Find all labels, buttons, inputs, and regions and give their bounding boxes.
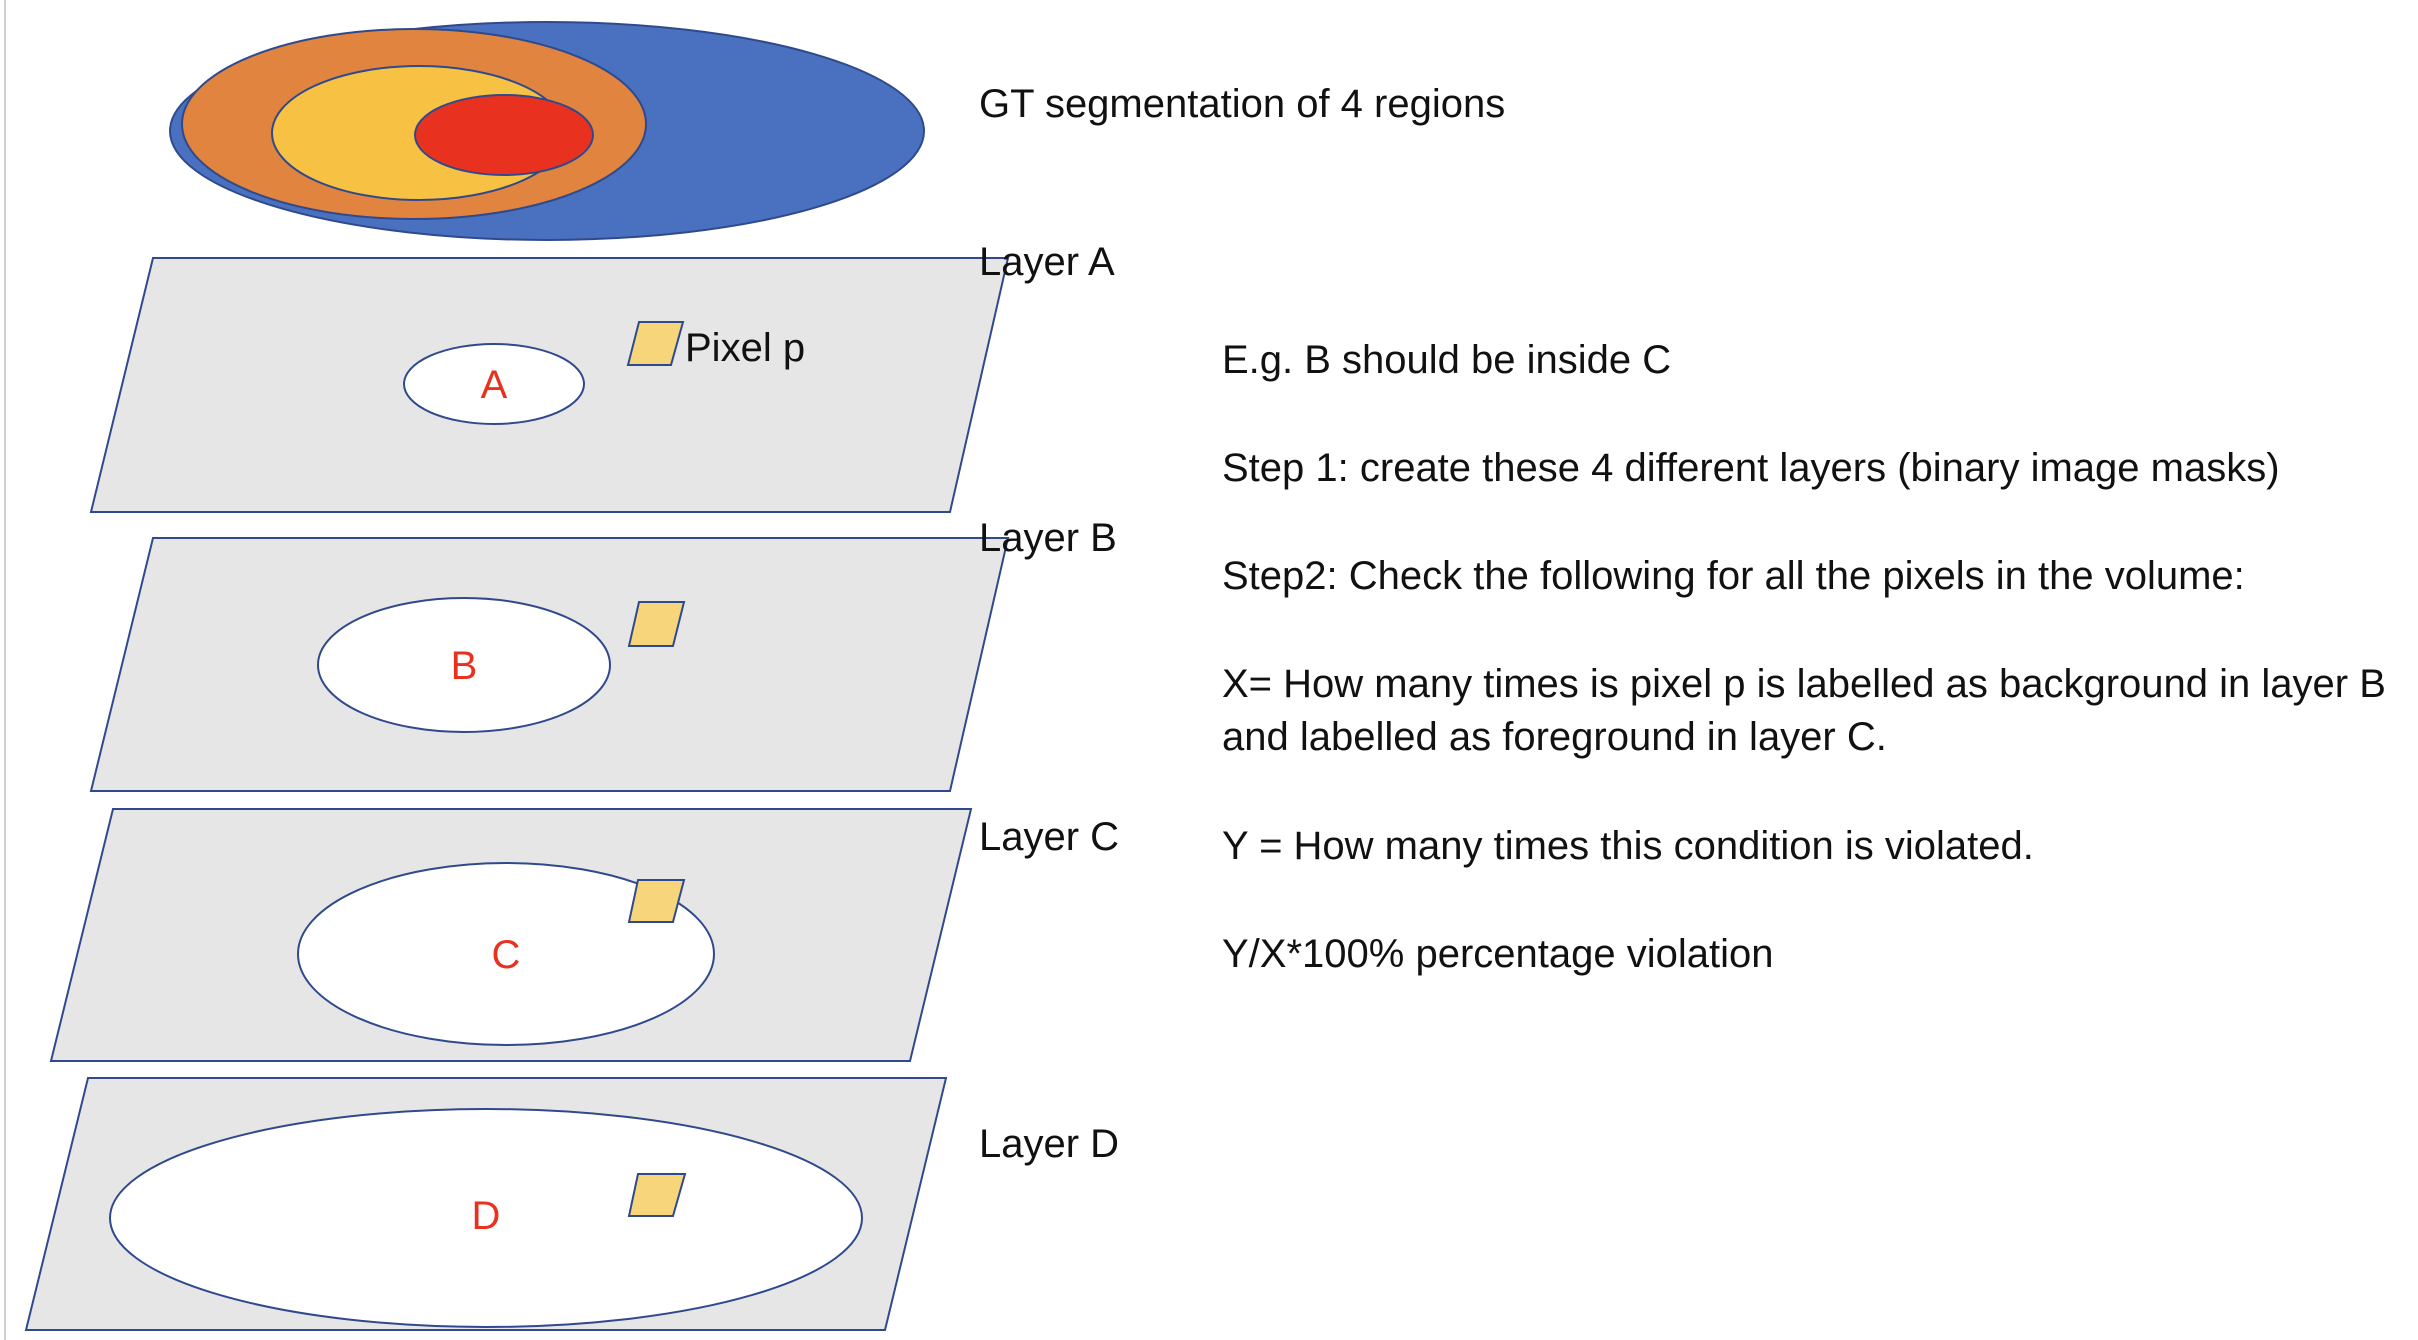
layer-a-region — [403, 343, 585, 425]
note-step1: Step 1: create these 4 different layers … — [1222, 446, 2280, 490]
layer-d: D — [24, 1077, 948, 1331]
note-x-line1: X= How many times is pixel p is labelled… — [1222, 662, 2386, 706]
pixel-p-layer-a — [626, 321, 685, 366]
layer-c-label: Layer C — [979, 815, 1119, 859]
notes: E.g. B should be inside C Step 1: create… — [1222, 338, 2386, 976]
gt-core-region — [414, 94, 594, 176]
pixel-p-layer-d — [627, 1173, 687, 1217]
layer-b: B — [89, 537, 1010, 792]
layer-c-region — [297, 862, 715, 1046]
note-step2: Step2: Check the following for all the p… — [1222, 554, 2245, 598]
layer-a-label: Layer A — [979, 240, 1115, 284]
layer-d-region — [109, 1108, 863, 1328]
layer-a: A Pixel p — [89, 257, 1010, 513]
note-x-line2: and labelled as foreground in layer C. — [1222, 715, 1887, 759]
layer-b-region-label: B — [451, 644, 478, 688]
gt-segmentation — [169, 21, 925, 241]
layer-d-label: Layer D — [979, 1122, 1119, 1166]
note-ratio: Y/X*100% percentage violation — [1222, 932, 1773, 976]
note-example: E.g. B should be inside C — [1222, 338, 1671, 382]
pixel-p-layer-c — [627, 879, 686, 923]
note-y-definition: Y = How many times this condition is vio… — [1222, 824, 2034, 868]
layer-c: C — [49, 808, 973, 1062]
gt-title: GT segmentation of 4 regions — [979, 82, 1505, 126]
layer-b-label: Layer B — [979, 516, 1117, 560]
layer-b-region — [317, 597, 611, 733]
layer-a-region-label: A — [481, 363, 508, 407]
layer-c-region-label: C — [492, 933, 521, 977]
pixel-p-layer-b — [627, 601, 686, 647]
pixel-p-label: Pixel p — [685, 326, 805, 370]
layer-d-region-label: D — [472, 1194, 501, 1238]
